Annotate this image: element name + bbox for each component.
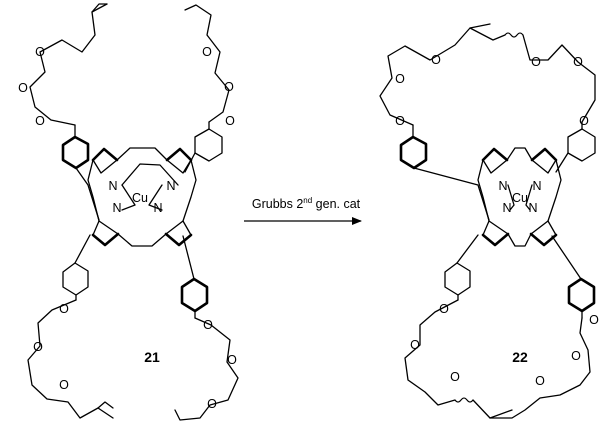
reagent-superscript: nd: [303, 196, 313, 205]
oxygen-p1c: O: [431, 53, 441, 67]
chains-22: O O O O O O O O O O O O: [379, 23, 599, 419]
oxygen-r4c: O: [207, 397, 217, 411]
oxygen-r2c: O: [202, 45, 212, 59]
oxygen-p2b: O: [573, 55, 583, 69]
oxygen-p4b: O: [571, 349, 581, 363]
aryl-groups-21: [61, 121, 223, 319]
oxygen-p4c: O: [535, 374, 545, 388]
chains-21: O O O O O O O O O O O O: [18, 3, 239, 421]
oxygen-r3b: O: [33, 340, 43, 354]
atom-cu: Cu: [132, 191, 148, 205]
atom-n-7: N: [502, 201, 511, 215]
aryl-groups-22: [399, 121, 596, 319]
oxygen-r1b: O: [18, 81, 28, 95]
oxygen-r2b: O: [224, 80, 234, 94]
reactant-21: N N N N Cu O O O O: [18, 3, 239, 421]
compound-label-22: 22: [512, 349, 528, 365]
oxygen-r2a: O: [225, 114, 235, 128]
oxygen-r1c: O: [35, 45, 45, 59]
atom-n-8: N: [528, 201, 537, 215]
oxygen-p1b: O: [395, 72, 405, 86]
product-22: N N N N Cu O O O: [379, 23, 599, 419]
oxygen-p3b: O: [410, 338, 420, 352]
porphyrin-core-22: N N N N Cu: [477, 147, 562, 247]
reagent-label: Grubbs 2nd gen. cat: [246, 196, 366, 211]
reagent-suffix: gen. cat: [312, 197, 361, 212]
atom-n-4: N: [153, 201, 162, 215]
oxygen-r4a: O: [203, 318, 213, 332]
oxygen-p1a: O: [395, 114, 405, 128]
oxygen-p4a: O: [589, 313, 599, 327]
porphyrin-core-21: N N N N Cu: [87, 147, 197, 247]
atom-n-6: N: [532, 179, 541, 193]
atom-n-1: N: [108, 179, 117, 193]
oxygen-p2a: O: [531, 55, 541, 69]
atom-cu-2: Cu: [512, 191, 528, 205]
atom-n-3: N: [112, 201, 121, 215]
reagent-prefix: Grubbs 2: [251, 197, 304, 212]
oxygen-r3a: O: [59, 302, 69, 316]
oxygen-r4b: O: [227, 353, 237, 367]
oxygen-p3c: O: [450, 370, 460, 384]
oxygen-r3c: O: [59, 378, 69, 392]
atom-n-2: N: [166, 179, 175, 193]
oxygen-p2c: O: [579, 114, 589, 128]
atom-n-5: N: [498, 179, 507, 193]
oxygen-r1a: O: [35, 114, 45, 128]
oxygen-p3a: O: [439, 302, 449, 316]
compound-label-21: 21: [144, 349, 160, 365]
